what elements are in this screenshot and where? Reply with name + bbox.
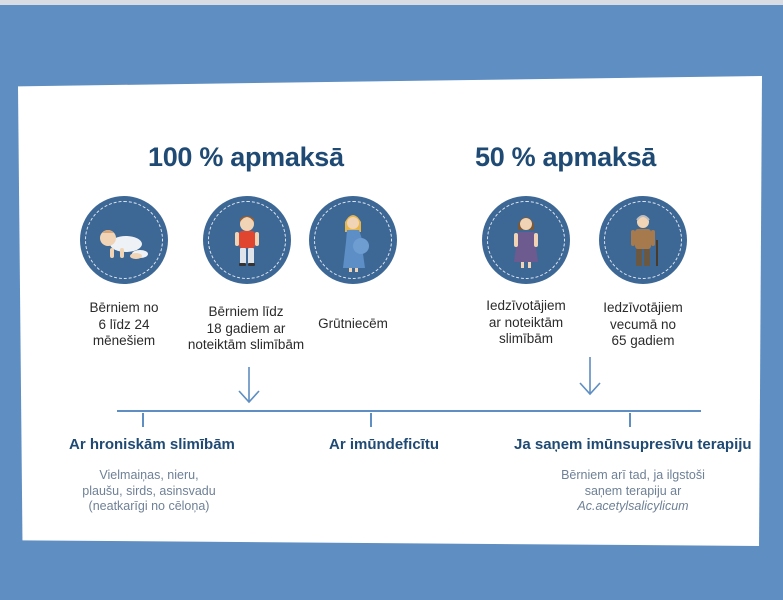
group-caption-seniors: Iedzīvotājiem vecumā no 65 gadiem (603, 300, 683, 348)
crawling-baby-icon (80, 196, 168, 284)
child-icon (203, 196, 291, 284)
pregnant-woman-icon (309, 196, 397, 284)
elderly-man-icon (599, 196, 687, 284)
heading-half-payment: 50 % apmaksā (475, 142, 657, 172)
condition-tick (370, 413, 372, 427)
group-caption-residents-conditions: Iedzīvotājiem ar noteiktām slimībām (486, 298, 566, 346)
group-caption-children: Bērniem līdz 18 gadiem ar noteiktām slim… (187, 304, 305, 352)
condition-tick (142, 413, 144, 427)
condition-tick (629, 413, 631, 427)
down-arrow-icon (238, 367, 260, 404)
infographic-card (18, 76, 762, 546)
group-caption-babies: Bērniem no 6 līdz 24 mēnešiem (89, 300, 159, 348)
condition-immunosuppressive-note: Bērniem arī tad, ja ilgstoši saņem terap… (561, 468, 705, 513)
condition-immunosuppressive-title: Ja saņem imūnsupresīvu terapiju (514, 436, 752, 453)
down-arrow-icon (579, 357, 601, 396)
heading-full-payment: 100 % apmaksā (148, 142, 344, 172)
top-edge-bar (0, 0, 783, 5)
condition-chronic-note: Vielmaiņas, nieru, plaušu, sirds, asinsv… (82, 468, 216, 513)
condition-chronic-title: Ar hroniskām slimībām (69, 436, 235, 453)
conditions-divider-line (117, 410, 701, 412)
condition-immunodeficiency-title: Ar imūndeficītu (329, 436, 440, 453)
group-caption-pregnant: Grūtniecēm (318, 316, 388, 331)
woman-icon (482, 196, 570, 284)
